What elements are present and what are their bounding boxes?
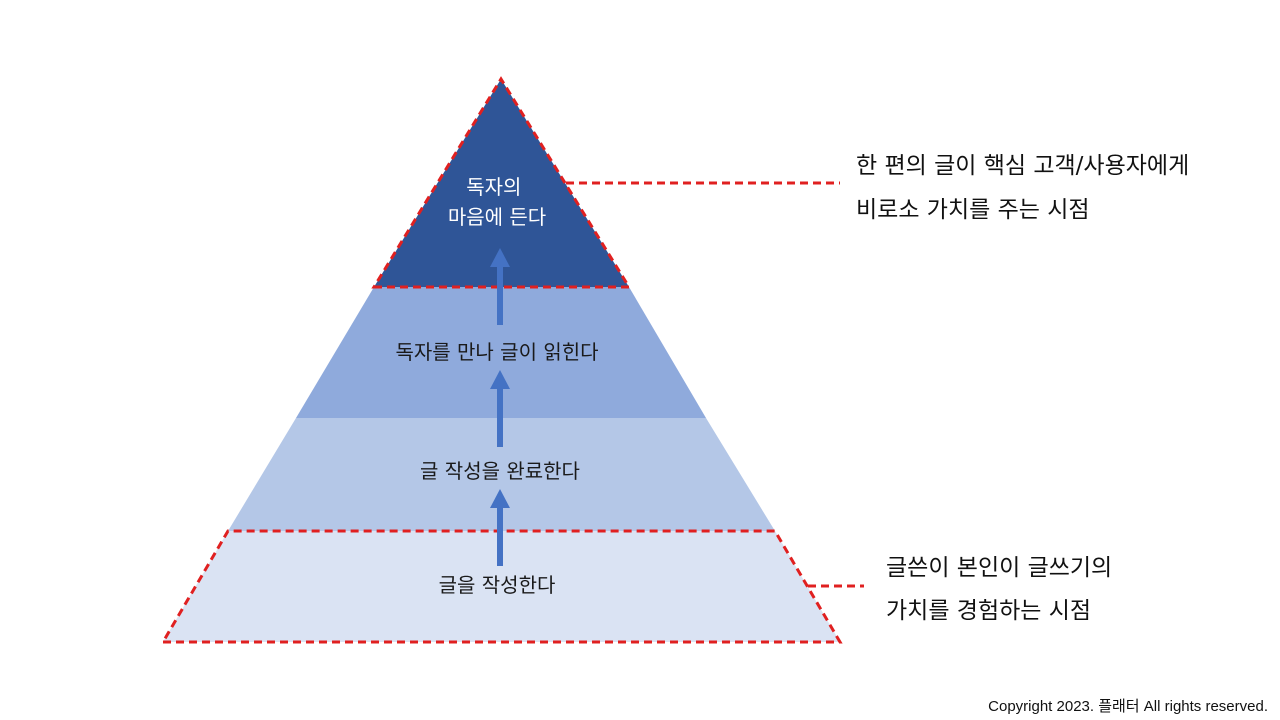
pyramid-tier-4: [163, 531, 840, 642]
tier-1-label-line-2: 마음에 든다: [448, 205, 546, 229]
arrow-tier4-to-tier3: [490, 489, 510, 566]
top-annotation-line-2: 비로소 가치를 주는 시점: [856, 197, 1090, 223]
top-annotation: 한 편의 글이 핵심 고객/사용자에게 비로소 가치를 주는 시점: [856, 153, 1197, 223]
arrow-tier2-to-tier1: [490, 248, 510, 325]
copyright-notice: Copyright 2023. 플래터 All rights reserved.: [988, 698, 1268, 715]
bottom-annotation-line-1: 글쓴이 본인이 글쓰기의: [886, 555, 1112, 581]
pyramid-tier-1: [374, 79, 629, 287]
tier-1-label: 독자의 마음에 든다: [448, 175, 546, 229]
pyramid-tier-2: [296, 287, 706, 418]
bottom-annotation: 글쓴이 본인이 글쓰기의 가치를 경험하는 시점: [886, 555, 1120, 624]
tier-3-label: 글 작성을 완료한다: [420, 459, 580, 483]
bottom-annotation-line-2: 가치를 경험하는 시점: [886, 598, 1091, 624]
top-annotation-line-1: 한 편의 글이 핵심 고객/사용자에게: [856, 153, 1189, 179]
top-tier-highlight-outline: [371, 76, 632, 289]
tier-4-label: 글을 작성한다: [439, 573, 556, 597]
tier-1-label-line-1: 독자의: [466, 175, 521, 199]
pyramid-tier-3: [228, 418, 775, 531]
tier-2-label: 독자를 만나 글이 읽힌다: [395, 340, 598, 364]
bottom-tier-highlight-outline: [160, 529, 843, 644]
arrow-tier3-to-tier2: [490, 370, 510, 447]
